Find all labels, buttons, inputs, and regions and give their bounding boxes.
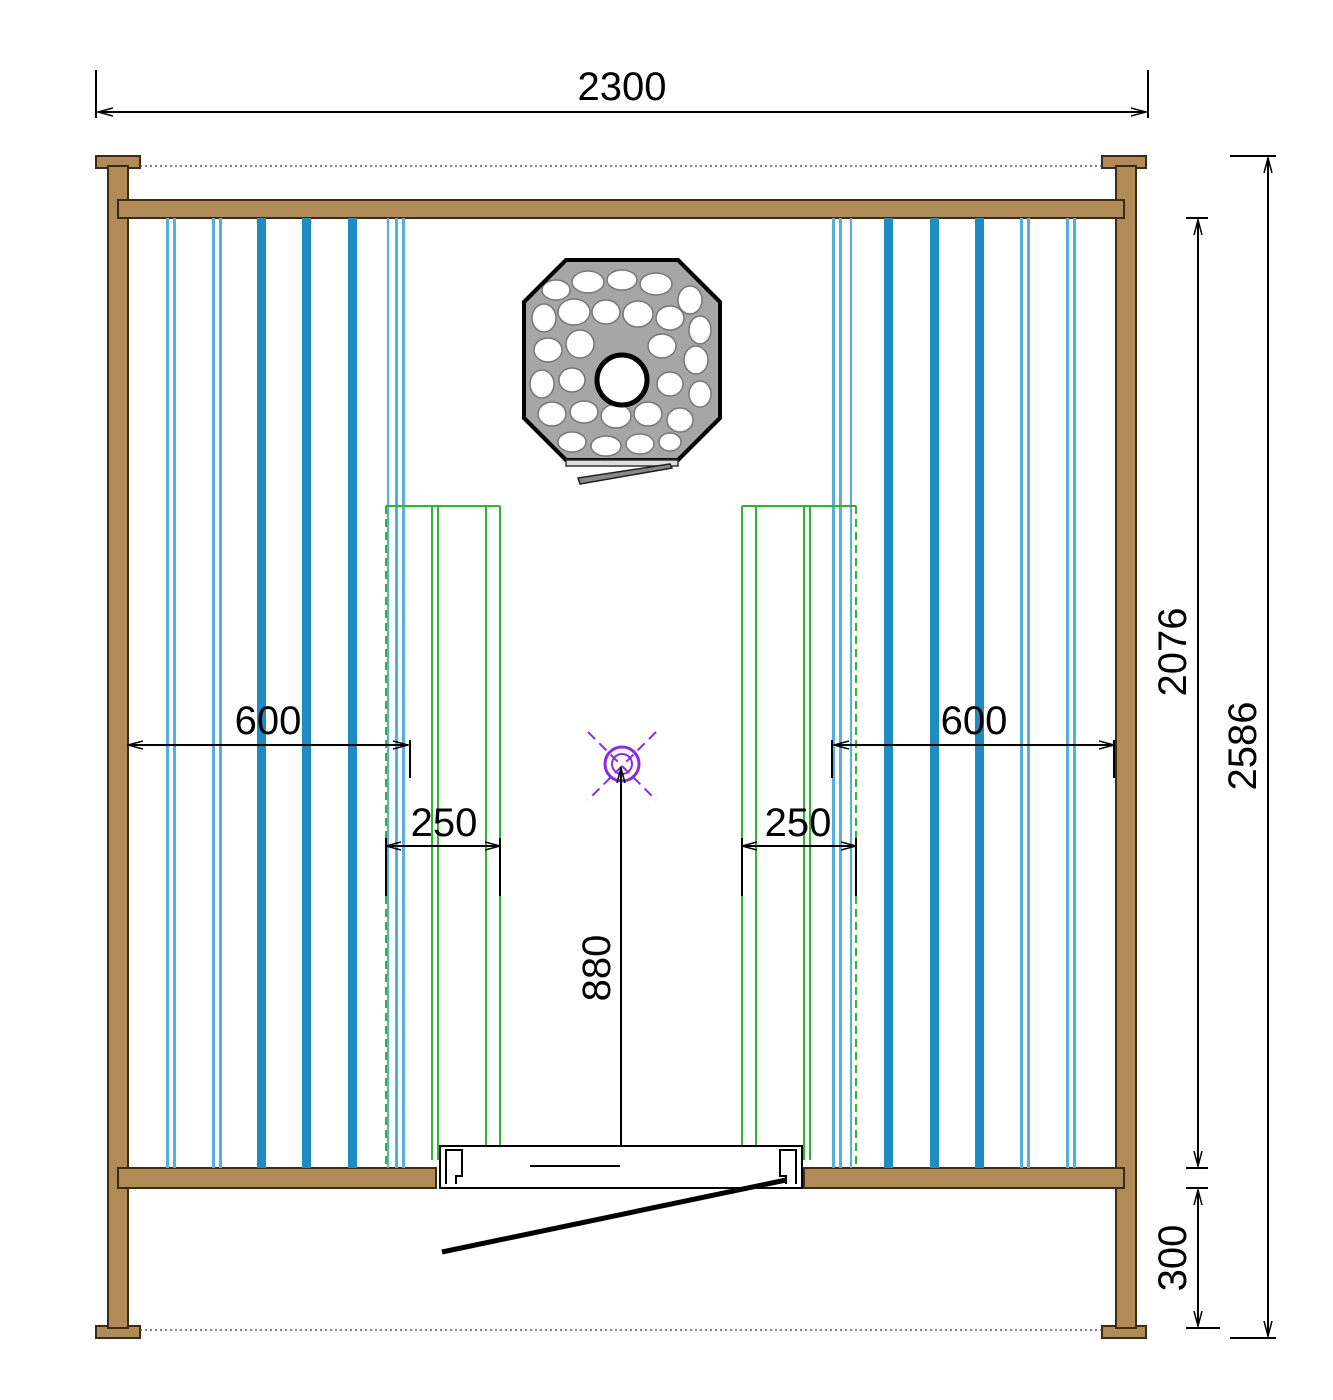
left-wall <box>107 165 129 1329</box>
right-bench <box>832 218 1076 1168</box>
porch-depth-dimension <box>1186 1187 1220 1329</box>
bench-slat <box>257 218 266 1168</box>
stove-stone <box>688 315 712 345</box>
door-swing-icon <box>439 1145 803 1255</box>
stove-stone <box>647 333 677 359</box>
bench-slat <box>884 218 893 1168</box>
inner-depth-label: 2076 <box>1151 608 1195 697</box>
stove-stone <box>557 298 591 326</box>
stove-stone <box>600 403 632 429</box>
stove-stone <box>606 269 638 291</box>
bench-slat <box>1073 218 1076 1168</box>
bench-depth-right-label: 600 <box>941 699 1008 743</box>
stove-stone <box>533 337 563 363</box>
stove-stone <box>677 285 703 315</box>
stove-door-handle <box>577 463 674 485</box>
stove-stone <box>557 431 587 453</box>
ceiling-lamp-icon <box>587 731 657 801</box>
stove-stone <box>633 401 663 427</box>
bench-slat <box>839 218 842 1168</box>
inner-depth-dimension <box>1186 217 1208 1169</box>
step-width-left-label: 250 <box>411 801 478 845</box>
stove-stone <box>683 345 709 375</box>
overall-depth-label: 2586 <box>1221 702 1265 791</box>
lamp-distance-label: 880 <box>575 935 619 1002</box>
porch-depth-label: 300 <box>1151 1225 1195 1292</box>
bench-slat <box>395 218 398 1168</box>
stove-stone <box>531 303 557 333</box>
stove-stone <box>655 305 685 331</box>
bench-slat <box>166 218 169 1168</box>
bench-slat <box>975 218 984 1168</box>
step-width-left-dimension <box>385 838 501 896</box>
bench-slat <box>832 218 835 1168</box>
right-wall <box>1115 165 1137 1329</box>
door-jamb-right <box>779 1149 797 1184</box>
bench-depth-left-label: 600 <box>235 699 302 743</box>
stove-stone <box>591 299 621 325</box>
stove-stone <box>565 329 595 359</box>
bench-slat <box>387 218 389 1168</box>
door-jamb-left <box>445 1149 463 1184</box>
front-wall-left <box>117 1167 437 1189</box>
front-wall-right <box>803 1167 1125 1189</box>
stove-stone <box>622 300 654 328</box>
stove-stone <box>558 367 586 393</box>
overall-width-dimension <box>95 70 1149 118</box>
stove-stone <box>541 279 571 301</box>
stove-stone <box>666 407 694 433</box>
back-wall-beam <box>117 199 1125 219</box>
stove-stone <box>529 369 555 399</box>
door-leaf <box>441 1177 787 1255</box>
bench-slat <box>930 218 939 1168</box>
stove-stone <box>688 380 712 408</box>
bench-slat <box>1066 218 1069 1168</box>
overall-depth-dimension <box>1230 155 1276 1339</box>
left-bench <box>166 218 405 1168</box>
bench-slat <box>348 218 357 1168</box>
stove-stone <box>537 401 567 427</box>
bench-slat <box>850 218 852 1168</box>
overall-width-label: 2300 <box>578 65 667 109</box>
bench-slat <box>212 218 215 1168</box>
stove-chimney <box>594 352 650 408</box>
bench-slat <box>1020 218 1023 1168</box>
stove-stone <box>590 435 622 457</box>
stove-stone <box>569 400 599 424</box>
stove-stone <box>625 433 655 455</box>
octagonal-sauna-stove-icon <box>522 258 722 485</box>
step-width-right-label: 250 <box>765 801 832 845</box>
stove-stone <box>658 432 682 452</box>
bench-slat <box>1027 218 1030 1168</box>
bench-depth-right-dimension <box>831 740 1115 778</box>
stove-stone <box>639 272 673 296</box>
stove-stone <box>571 270 605 294</box>
bench-slat <box>302 218 311 1168</box>
stove-stone <box>656 371 684 397</box>
bench-depth-left-dimension <box>128 740 411 778</box>
roof-overhang-lines <box>140 165 1102 1331</box>
bench-slat <box>219 218 222 1168</box>
step-width-right-dimension <box>741 838 857 896</box>
bench-slat <box>173 218 176 1168</box>
door-frame <box>439 1145 803 1189</box>
right-step <box>741 505 857 1168</box>
timber-frame <box>95 155 1147 1339</box>
left-step <box>385 505 501 1168</box>
bench-slat <box>402 218 405 1168</box>
stove-base <box>565 459 679 467</box>
